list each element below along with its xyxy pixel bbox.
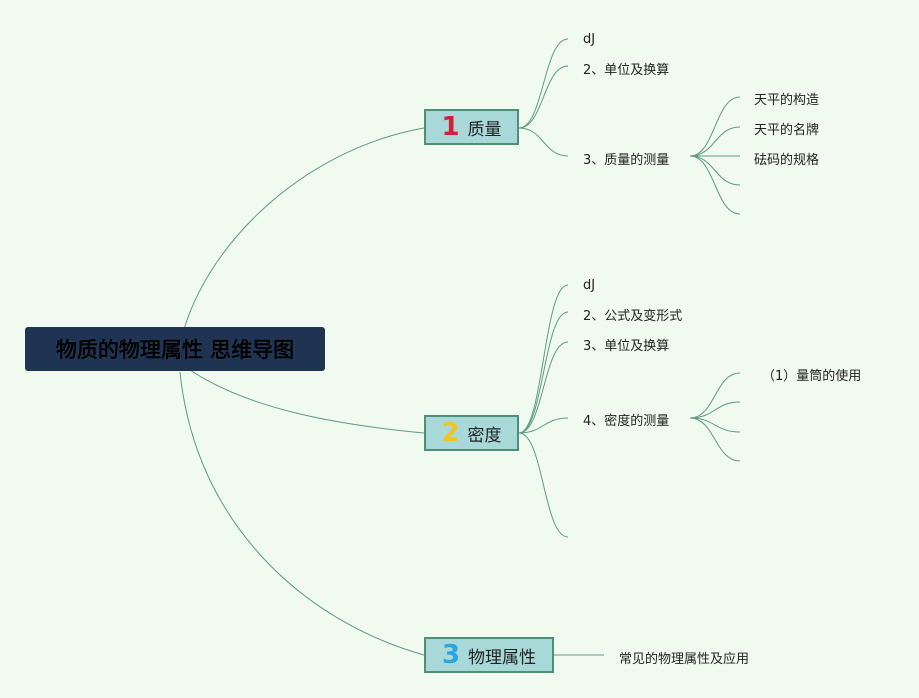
- subtopic-detail-line: [689, 417, 741, 462]
- branch-2-child-line: [518, 341, 569, 434]
- root-topic-label: 物质的物理属性 思维导图: [55, 338, 295, 362]
- subtopic[interactable]: 4、密度的测量: [583, 414, 670, 429]
- detail-topic[interactable]: （1）量筒的使用: [762, 369, 862, 384]
- subtopic-detail-line: [689, 417, 741, 433]
- subtopic-detail-line: [689, 155, 741, 215]
- branch-topic-density[interactable]: 2 密度: [424, 415, 519, 451]
- branch-number-badge: 1: [441, 112, 460, 142]
- detail-topic[interactable]: 天平的构造: [754, 93, 820, 108]
- subtopic[interactable]: dJ: [583, 278, 596, 293]
- root-to-branch-1-line: [179, 127, 425, 346]
- subtopic[interactable]: 3、质量的测量: [583, 153, 670, 168]
- branch-1-child-line: [518, 127, 569, 157]
- branch-2-child-line: [518, 417, 569, 434]
- branch-2-child-line: [518, 432, 569, 538]
- branch-2-child-line: [518, 311, 569, 434]
- branch-label: 密度: [467, 425, 502, 446]
- subtopic[interactable]: 3、单位及换算: [583, 339, 670, 354]
- detail-topic[interactable]: 砝码的规格: [754, 153, 820, 168]
- branch-number-badge: 3: [441, 640, 461, 670]
- subtopic-detail-line: [689, 126, 741, 157]
- root-to-branch-3-line: [179, 371, 425, 656]
- subtopic[interactable]: 常见的物理属性及应用: [619, 652, 750, 667]
- branch-number-badge: 2: [441, 418, 460, 448]
- subtopic-detail-line: [689, 401, 741, 419]
- subtopic-detail-line: [689, 155, 741, 186]
- subtopic[interactable]: 2、公式及变形式: [583, 309, 683, 324]
- branch-1-child-line: [518, 38, 569, 129]
- subtopic[interactable]: 2、单位及换算: [583, 63, 670, 78]
- branch-topic-mass[interactable]: 1 质量: [424, 109, 519, 145]
- subtopic-detail-line: [689, 372, 741, 419]
- branch-label: 质量: [467, 119, 502, 140]
- detail-topic[interactable]: 天平的名牌: [754, 123, 820, 138]
- root-topic[interactable]: 物质的物理属性 思维导图: [25, 327, 325, 371]
- branch-label: 物理属性: [468, 647, 537, 668]
- subtopic[interactable]: dJ: [583, 32, 596, 47]
- root-to-branch-2-line: [189, 369, 425, 434]
- subtopic-detail-line: [689, 96, 741, 157]
- branch-1-child-line: [518, 65, 569, 129]
- branch-2-child-line: [518, 284, 569, 434]
- branch-topic-physical-properties[interactable]: 3 物理属性: [424, 637, 554, 673]
